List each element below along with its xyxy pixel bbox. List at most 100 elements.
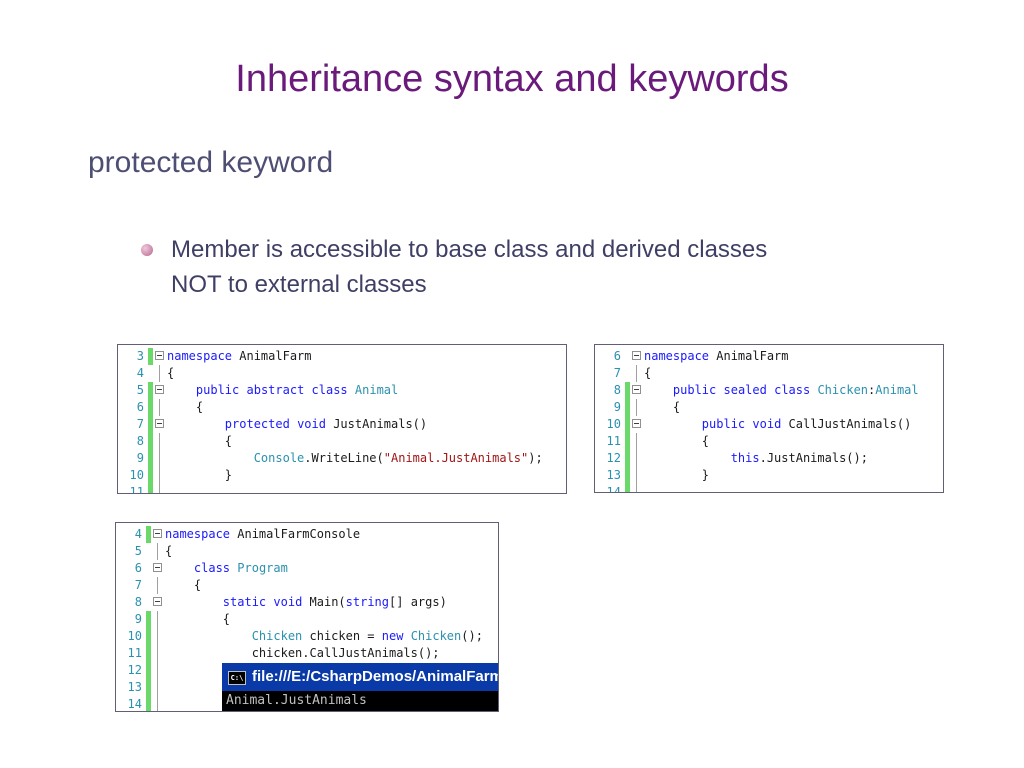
line-number: 4 xyxy=(136,366,144,380)
line-number: 11 xyxy=(127,646,142,660)
code-token xyxy=(165,629,252,643)
slide-subtitle: protected keyword xyxy=(88,146,334,179)
change-indicator xyxy=(146,645,151,662)
code-token: this xyxy=(730,451,760,465)
line-number: 14 xyxy=(127,697,142,711)
change-indicator xyxy=(148,450,153,467)
outline-guide xyxy=(159,484,160,493)
code-token: AnimalFarm xyxy=(709,349,789,363)
code-token: abstract xyxy=(246,383,305,397)
change-indicator xyxy=(146,696,151,711)
change-indicator xyxy=(146,628,151,645)
code-token xyxy=(290,417,297,431)
collapse-icon[interactable] xyxy=(632,385,641,394)
bullet-text: Member is accessible to base class and d… xyxy=(171,232,767,302)
line-number: 12 xyxy=(127,663,142,677)
line-number: 9 xyxy=(613,400,621,414)
outline-guide xyxy=(159,467,160,484)
collapse-icon[interactable] xyxy=(632,419,641,428)
code-line: 13 } xyxy=(595,467,943,484)
code-token: { xyxy=(165,578,202,592)
outline-guide xyxy=(157,611,158,628)
code-token: protected xyxy=(224,417,290,431)
outline-guide xyxy=(157,679,158,696)
change-indicator xyxy=(148,399,153,416)
code-text: namespace AnimalFarm xyxy=(644,348,789,365)
line-number: 7 xyxy=(613,366,621,380)
code-text: static void Main(string[] args) xyxy=(165,594,447,611)
change-indicator xyxy=(146,611,151,628)
code-text: public abstract class Animal xyxy=(167,382,398,399)
code-token xyxy=(403,629,410,643)
collapse-icon[interactable] xyxy=(153,597,162,606)
code-token: Chicken xyxy=(817,383,869,397)
line-number: 13 xyxy=(606,468,621,482)
code-token: static xyxy=(222,595,267,609)
outline-guide xyxy=(636,484,637,492)
code-token: Animal xyxy=(875,383,919,397)
code-token: void xyxy=(752,417,782,431)
line-number: 6 xyxy=(613,349,621,363)
line-number: 14 xyxy=(606,485,621,493)
code-token: : xyxy=(868,383,876,397)
code-text: public sealed class Chicken:Animal xyxy=(644,382,919,399)
code-text: { xyxy=(167,433,232,450)
line-number: 7 xyxy=(136,417,144,431)
code-text: } xyxy=(167,467,232,484)
outline-guide xyxy=(636,433,637,450)
code-token: Main( xyxy=(302,595,346,609)
outline-guide xyxy=(159,433,160,450)
code-token: string xyxy=(345,595,390,609)
line-number: 9 xyxy=(134,612,142,626)
code-text: namespace AnimalFarm xyxy=(167,348,312,365)
line-number: 7 xyxy=(134,578,142,592)
code-token: new xyxy=(381,629,404,643)
code-token xyxy=(167,417,225,431)
change-indicator xyxy=(148,433,153,450)
code-line: 6 { xyxy=(118,399,566,416)
collapse-icon[interactable] xyxy=(155,385,164,394)
code-token xyxy=(165,561,194,575)
code-token: Chicken xyxy=(410,629,462,643)
code-token: ); xyxy=(528,451,543,465)
code-token: [] args) xyxy=(389,595,447,609)
outline-guide xyxy=(636,450,637,467)
code-line: 13 xyxy=(116,679,498,696)
collapse-icon[interactable] xyxy=(632,351,641,360)
code-token xyxy=(767,383,774,397)
change-indicator xyxy=(625,433,630,450)
outline-guide xyxy=(159,399,160,416)
code-token xyxy=(165,595,223,609)
outline-guide xyxy=(159,365,160,382)
outline-guide xyxy=(157,645,158,662)
code-line: 9 { xyxy=(595,399,943,416)
code-token: { xyxy=(167,434,233,448)
collapse-icon[interactable] xyxy=(155,419,164,428)
line-number: 11 xyxy=(129,485,144,494)
code-text: Chicken chicken = new Chicken(); xyxy=(165,628,483,645)
code-token: Console xyxy=(253,451,305,465)
code-token: .WriteLine( xyxy=(304,451,384,465)
change-indicator xyxy=(625,484,630,492)
code-token: class xyxy=(193,561,231,575)
line-number: 12 xyxy=(606,451,621,465)
collapse-icon[interactable] xyxy=(153,529,162,538)
code-token: { xyxy=(644,366,652,380)
code-token: chicken = xyxy=(302,629,382,643)
code-token: { xyxy=(167,400,204,414)
code-line: 5{ xyxy=(116,543,498,560)
code-line: 8 { xyxy=(118,433,566,450)
code-token: { xyxy=(165,612,231,626)
line-number: 5 xyxy=(136,383,144,397)
code-line: 11 { xyxy=(595,433,943,450)
bullet-line-1: Member is accessible to base class and d… xyxy=(171,236,768,263)
code-line: 5 public abstract class Animal xyxy=(118,382,566,399)
code-token: { xyxy=(644,400,681,414)
collapse-icon[interactable] xyxy=(155,351,164,360)
code-token: namespace xyxy=(167,349,233,363)
collapse-icon[interactable] xyxy=(153,563,162,572)
code-line: 9 Console.WriteLine("Animal.JustAnimals"… xyxy=(118,450,566,467)
